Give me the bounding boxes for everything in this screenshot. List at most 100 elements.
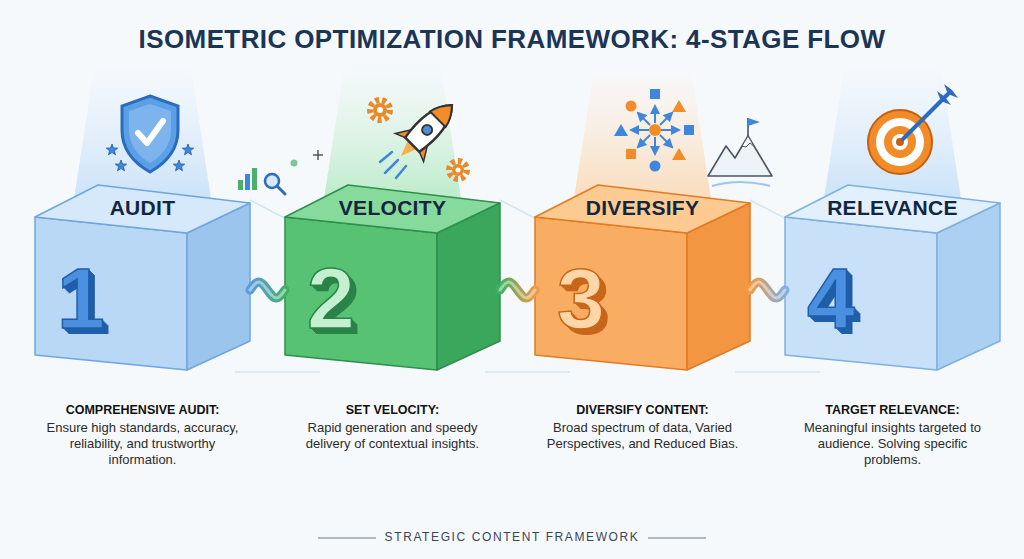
caption-rule: [318, 538, 376, 539]
light-beam: [73, 62, 212, 205]
square-shape: [626, 149, 636, 159]
spread-arrow: [638, 113, 650, 125]
stage-name: VELOCITY: [295, 196, 490, 220]
circle-shape: [650, 161, 661, 172]
stage-name: DIVERSIFY: [545, 196, 740, 220]
gear-hole: [456, 168, 461, 173]
cube-top: [535, 185, 750, 233]
stage-heading: SET VELOCITY:: [270, 403, 515, 417]
gear-teeth: [370, 100, 390, 120]
mountain-outline: [708, 136, 772, 176]
chart-bar: [252, 168, 257, 190]
rocket-body: [404, 97, 460, 153]
connector-highlight: [500, 282, 535, 298]
swoosh: [712, 182, 770, 186]
stage-number: 4: [807, 255, 855, 341]
speed-line: [396, 166, 406, 178]
wave-connector: [250, 282, 285, 298]
chart-bar: [245, 174, 250, 190]
mountain-sketch: [708, 118, 772, 186]
target-icon: [868, 84, 958, 174]
stage-description: Meaningful insights targeted to audience…: [793, 420, 992, 468]
spread-arrow: [661, 129, 679, 131]
guide-line: [485, 371, 570, 373]
gear-hole: [377, 107, 383, 113]
triangle-shape: [614, 124, 628, 136]
cube-top: [785, 185, 1000, 233]
speed-line: [385, 160, 398, 173]
connector-band: [250, 282, 285, 298]
center-dot: [649, 124, 661, 136]
spread-arrow: [654, 137, 656, 154]
square-shape: [684, 125, 694, 135]
analytics-icon: [238, 150, 323, 194]
rocket-window: [420, 123, 434, 137]
guide-line: [735, 371, 820, 373]
stage-heading: TARGET RELEVANCE:: [770, 403, 1015, 417]
triangle-shape: [672, 100, 686, 112]
stage-number: 2: [307, 255, 355, 341]
diagram-caption: STRATEGIC CONTENT FRAMEWORK: [0, 530, 1024, 544]
cube-front: [285, 217, 437, 370]
gear-body: [373, 103, 387, 117]
wave-connector: [750, 282, 785, 298]
check-mark: [138, 121, 163, 143]
snow-cap: [742, 136, 754, 147]
star-symbol: [182, 144, 193, 155]
stage-number: 1: [57, 255, 105, 341]
shield-icon: [106, 96, 193, 172]
gear-teeth: [449, 161, 467, 179]
stage-cube: RELEVANCE4TARGET RELEVANCE:Meaningful in…: [785, 165, 1000, 480]
stage-description: Ensure high standards, accuracy, reliabi…: [43, 420, 242, 468]
stage-name: AUDIT: [45, 196, 240, 220]
cube-front: [535, 217, 687, 370]
flag: [748, 118, 760, 126]
triangle-shape: [672, 148, 686, 160]
stage-cube: DIVERSIFY3DIVERSIFY CONTENT:Broad spectr…: [535, 165, 750, 480]
wave-connector: [500, 282, 535, 298]
arrow-fletching: [937, 91, 951, 105]
speed-line: [380, 152, 392, 162]
stage-cube: AUDIT1COMPREHENSIVE AUDIT:Ensure high st…: [35, 165, 250, 480]
magnifier-handle: [277, 186, 285, 194]
plus-sign: [317, 150, 319, 160]
diagram-title: ISOMETRIC OPTIMIZATION FRAMEWORK: 4-STAG…: [0, 24, 1024, 55]
gear-body: [452, 164, 464, 176]
cube-front: [785, 217, 937, 370]
spread-arrow: [638, 135, 650, 147]
cube-top: [35, 185, 250, 233]
connector-highlight: [750, 282, 785, 298]
stage-cube: VELOCITY2SET VELOCITY:Rapid generation a…: [285, 165, 500, 480]
stage-number: 3: [557, 255, 605, 341]
connector-highlight: [250, 282, 285, 298]
connector-band: [500, 282, 535, 298]
stage-heading: COMPREHENSIVE AUDIT:: [20, 403, 265, 417]
connector-band: [750, 282, 785, 298]
light-beam: [323, 62, 462, 205]
light-beam: [823, 62, 962, 205]
rocket-nose: [430, 97, 460, 127]
arrow-fletching: [944, 84, 958, 98]
circle-shape: [626, 101, 637, 112]
scatter-icon: [614, 89, 694, 172]
shield-shape: [122, 96, 178, 172]
star-symbol: [173, 160, 184, 171]
chart-bar: [238, 180, 243, 190]
dot: [291, 160, 298, 167]
caption-rule: [648, 538, 706, 539]
stage-name: RELEVANCE: [795, 196, 990, 220]
spread-arrow: [631, 129, 649, 131]
rocket-icon: [370, 91, 467, 179]
square-shape: [650, 89, 660, 99]
stage-description: Rapid generation and speedy delivery of …: [293, 420, 492, 452]
star-symbol: [115, 160, 126, 171]
spread-arrow: [660, 113, 672, 125]
guide-lines: [235, 200, 820, 372]
stage-description: Broad spectrum of data, Varied Perspecti…: [543, 420, 742, 452]
guide-line: [235, 371, 320, 373]
light-beam: [573, 62, 712, 205]
star-symbol: [106, 144, 117, 155]
spread-arrow: [654, 106, 656, 123]
